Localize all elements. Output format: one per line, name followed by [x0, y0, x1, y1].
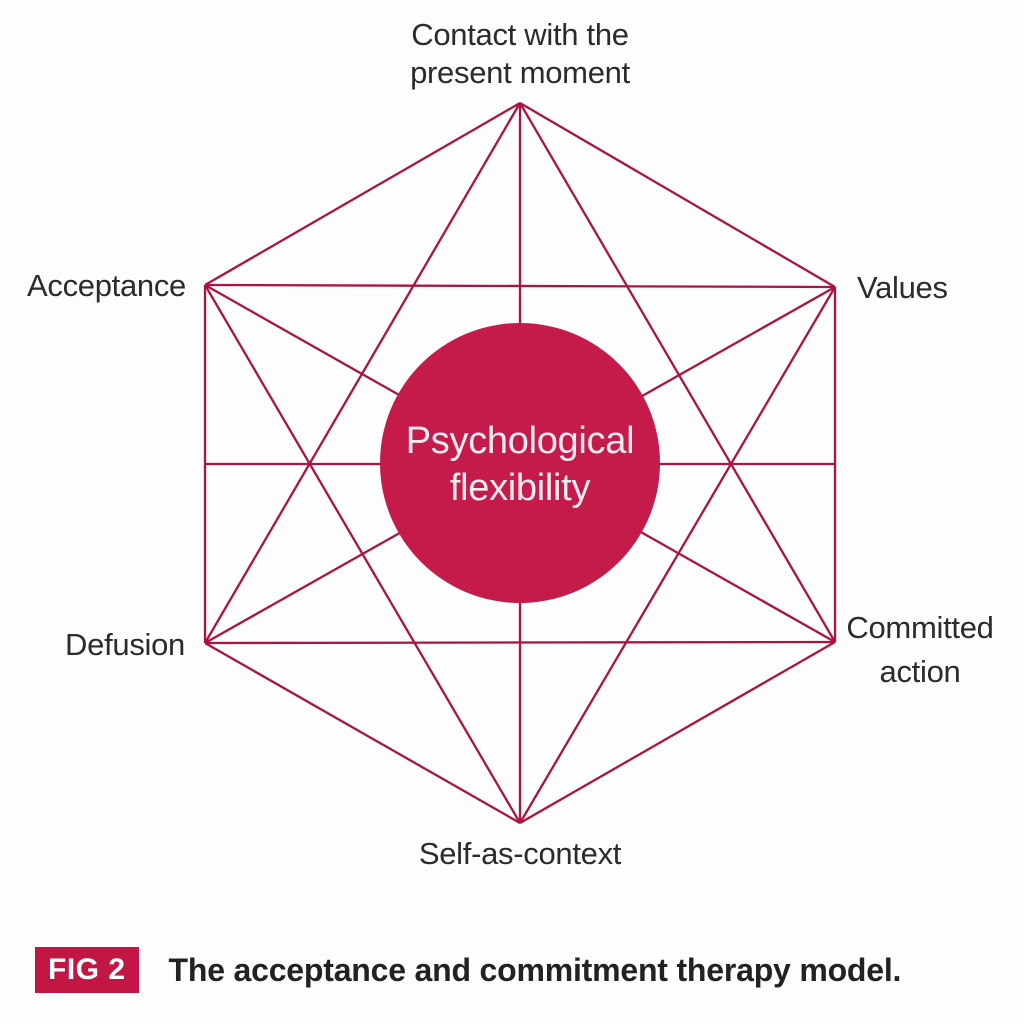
- edge-self-defusion: [204, 642, 521, 824]
- edge-contact-values: [519, 102, 836, 288]
- figure-caption: FIG 2 The acceptance and commitment ther…: [35, 947, 901, 993]
- figure-caption-text: The acceptance and commitment therapy mo…: [168, 951, 902, 988]
- node-label-values: Values: [857, 270, 948, 305]
- center-circle-label-line2: flexibility: [449, 467, 591, 509]
- psychological-flexibility-circle: [380, 323, 660, 603]
- edge-committed-self: [519, 641, 836, 824]
- edge-acceptance-contact: [204, 102, 521, 286]
- node-label-self-as-context: Self-as-context: [418, 836, 622, 871]
- node-label-acceptance: Acceptance: [27, 268, 186, 303]
- node-label-committed-action: Committed action: [846, 610, 994, 689]
- figure-number-badge: FIG 2: [35, 947, 139, 993]
- node-label-defusion: Defusion: [65, 627, 185, 662]
- edge-values-self: [519, 286, 836, 824]
- center-circle-label-line1: Psychological: [405, 420, 635, 462]
- edge-contact-committed: [519, 102, 836, 643]
- node-label-contact-with-the-present-moment: Contact with the present moment: [410, 17, 630, 90]
- center-circle-label: Psychological flexibility: [380, 418, 660, 512]
